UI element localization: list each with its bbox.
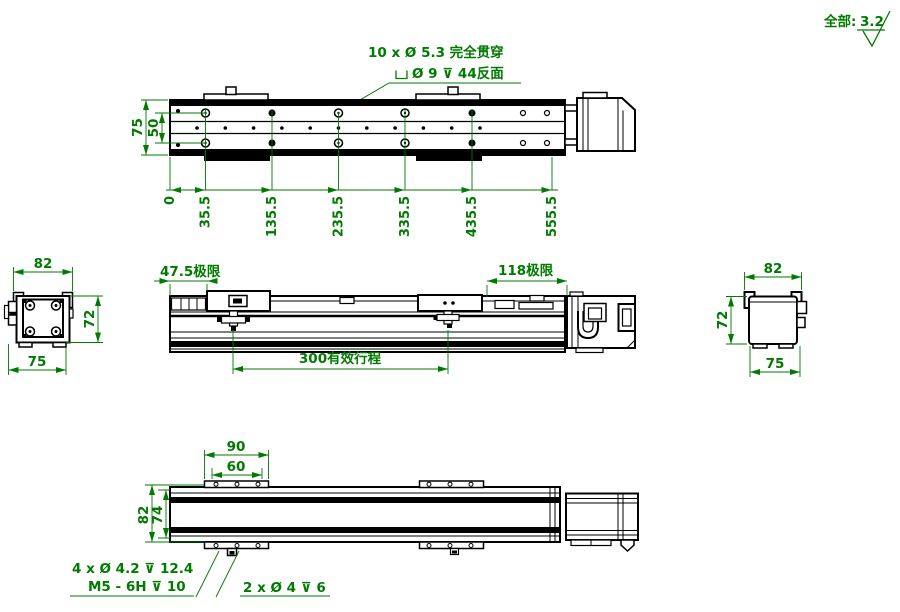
- side-step: [68, 308, 74, 319]
- dim-base-75: 75: [749, 346, 801, 377]
- dim-82-label: 82: [34, 256, 53, 272]
- foot: [752, 343, 768, 349]
- dowel-note-line1: 2 x Ø 4 ⊽ 6: [243, 580, 326, 596]
- dim-118-label: 118极限: [498, 262, 554, 279]
- ordinate-4: 335.5: [398, 196, 413, 237]
- dim-74-label: 74: [150, 506, 166, 525]
- dim-300-label: 300有效行程: [299, 350, 382, 367]
- rail-bottom-band: [170, 149, 565, 155]
- dim-inner-74: 74: [150, 489, 170, 539]
- ordinate-2: 135.5: [265, 196, 280, 237]
- motor-top-view: [564, 91, 636, 152]
- dim-75-label: 75: [766, 356, 785, 372]
- dim-hole-row-span: 50: [146, 112, 204, 144]
- surface-roughness-icon: [862, 10, 891, 48]
- finish-label: 全部:: [823, 13, 856, 30]
- note-leader-line: [215, 550, 240, 598]
- base-band: [170, 341, 565, 347]
- rail-band: [170, 527, 560, 533]
- note-leader-line: [195, 550, 220, 598]
- extrusion-lines: [170, 300, 565, 350]
- thread-note-line2: M5 - 6H ⊽ 10: [88, 579, 186, 595]
- dim-height-72: 72: [66, 295, 103, 343]
- dim-width-82: 82: [744, 261, 802, 290]
- mid-stop-block: [339, 296, 355, 305]
- end-cap-segments: [180, 298, 198, 310]
- corner-screw-centers: [23, 300, 63, 337]
- ordinate-1: 35.5: [199, 196, 214, 228]
- ordinate-6: 555.5: [545, 196, 560, 237]
- hole-note-line2: Ø 9 ⊽ 44反面: [412, 65, 504, 82]
- dim-effective-stroke: 300有效行程: [232, 330, 449, 374]
- dim-75-label: 75: [28, 354, 47, 370]
- sensor-dog: [447, 86, 459, 96]
- ordinate-dimensions: 0 35.5 135.5 235.5 335.5 435.5 555.5: [163, 109, 560, 237]
- rail-dots: [176, 497, 511, 533]
- ordinate-5: 435.5: [465, 196, 480, 237]
- hole-note-line1: 10 x Ø 5.3 完全贯穿: [368, 44, 504, 61]
- limit-switch-blocks: [494, 294, 554, 310]
- side-nub: [3, 304, 10, 320]
- corner-screws: [24, 300, 62, 337]
- bottom-dowel-note: 2 x Ø 4 ⊽ 6: [215, 550, 330, 598]
- section-body: [748, 295, 798, 345]
- surface-finish-note: 全部: 3.2: [823, 10, 891, 48]
- right-section-view: 82 72 75: [715, 261, 808, 377]
- bottom-thread-note: 4 x Ø 4.2 ⊽ 12.4 M5 - 6H ⊽ 10: [70, 550, 220, 598]
- dim-82-label: 82: [136, 506, 152, 525]
- counterbore-note: 10 x Ø 5.3 完全贯穿 Ø 9 ⊽ 44反面: [340, 44, 521, 112]
- counterbore-icon: [395, 70, 408, 80]
- rail-channel-lines: [170, 120, 565, 135]
- dim-height-72: 72: [715, 296, 747, 345]
- dim-50-label: 50: [146, 119, 162, 138]
- dim-72-label: 72: [715, 311, 731, 330]
- side-tab: [796, 300, 808, 315]
- foot: [778, 343, 794, 349]
- front-elevation-view: 47.5极限 118极限 300有效行程: [154, 262, 636, 374]
- motor-side-view: [566, 291, 636, 354]
- lower-tab: [204, 155, 270, 161]
- dim-75-label: 75: [130, 118, 146, 137]
- bottom-plan-view: 90 60 82 74: [136, 439, 639, 557]
- motor-bottom-view: [565, 492, 639, 553]
- top-plan-view: 75 50 0 35.5 135.5 235.5 335.5 435.5 555…: [130, 86, 636, 237]
- small-ring-holes: [519, 109, 551, 147]
- ordinate-3: 235.5: [332, 196, 347, 237]
- thread-note-line1: 4 x Ø 4.2 ⊽ 12.4: [72, 561, 193, 577]
- motor-connector-tab: [620, 539, 635, 553]
- dim-rail-width: 75: [130, 99, 168, 156]
- dim-90-label: 90: [227, 439, 246, 455]
- foot: [18, 341, 33, 348]
- sensor-dog: [225, 86, 237, 96]
- ordinate-0: 0: [163, 196, 178, 205]
- carriage-left-position: [206, 290, 271, 331]
- side-tab: [796, 316, 806, 329]
- rail-bottom-outline: [169, 486, 561, 543]
- dim-82-label: 82: [764, 261, 783, 277]
- dim-holes-60: 60: [211, 459, 263, 479]
- finish-value: 3.2: [860, 14, 884, 30]
- dim-width-82: 82: [13, 256, 73, 291]
- dim-47-5-label: 47.5极限: [160, 263, 221, 280]
- dim-60-label: 60: [227, 459, 246, 475]
- dim-plate-90: 90: [204, 439, 269, 479]
- dim-base-75: 75: [8, 344, 67, 375]
- foot: [52, 341, 67, 348]
- side-attachment: [7, 314, 18, 326]
- left-section-view: 82 72 75: [3, 256, 103, 375]
- rail-top-band: [170, 100, 565, 106]
- dim-height-82: 82: [136, 484, 204, 543]
- rail-band: [170, 497, 560, 503]
- carriage-right-position: [417, 294, 483, 328]
- lower-tab: [416, 155, 482, 161]
- dim-left-limit: 47.5极限: [154, 263, 221, 296]
- side-attachment: [7, 300, 18, 314]
- rail-lines: [170, 487, 560, 542]
- dim-right-limit: 118极限: [486, 262, 568, 297]
- dim-72-label: 72: [82, 310, 98, 329]
- side-detail: [9, 312, 16, 315]
- mounting-plates: [203, 480, 485, 557]
